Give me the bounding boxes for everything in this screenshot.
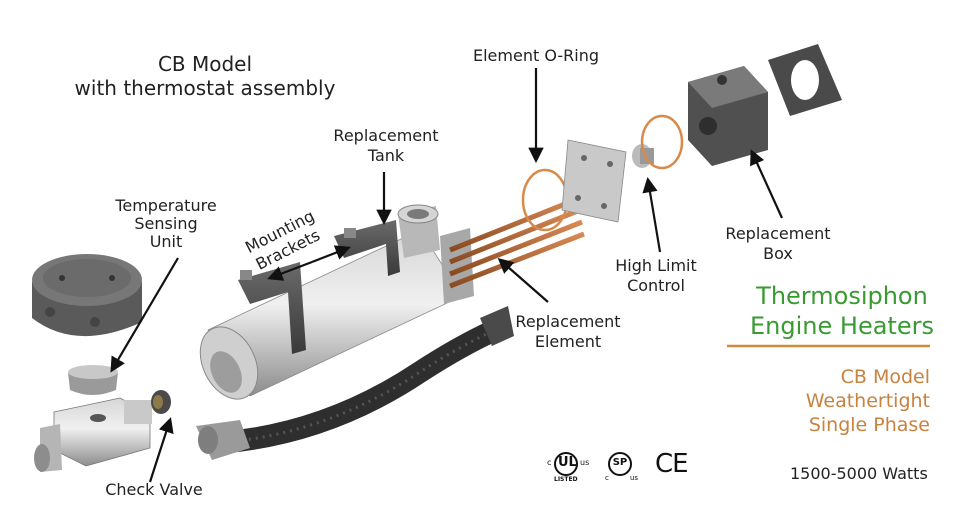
label-temperature-line1: Temperature xyxy=(115,196,217,215)
temperature-sensing-part xyxy=(68,365,118,395)
model-title-line2: with thermostat assembly xyxy=(74,76,336,100)
label-check-valve: Check Valve xyxy=(105,480,203,499)
element-oring xyxy=(521,168,569,232)
label-replacement-box-line2: Box xyxy=(763,244,793,263)
check-valve-insert xyxy=(151,390,171,414)
label-temperature-line2: Sensing xyxy=(134,214,198,233)
mounting-bracket-left xyxy=(238,262,306,354)
arrow-replacement-box xyxy=(750,149,784,219)
arrow-temperature-sensing xyxy=(110,257,179,373)
box-oring xyxy=(640,114,684,170)
element-flange xyxy=(561,139,627,223)
label-replacement-element-line2: Element xyxy=(534,332,602,351)
ul-mark-c: c xyxy=(547,458,552,467)
replacement-box xyxy=(688,66,768,166)
csa-mark-us: us xyxy=(630,474,639,482)
replacement-element xyxy=(449,195,585,289)
heater-tank xyxy=(199,204,474,400)
label-replacement-tank-line2: Tank xyxy=(367,146,405,165)
label-temperature-line3: Unit xyxy=(149,232,183,251)
label-replacement-box-line1: Replacement xyxy=(725,224,831,243)
ce-mark: CE xyxy=(655,449,689,479)
ul-mark-text: UL xyxy=(558,455,577,470)
ul-listed-icon xyxy=(554,452,578,476)
product-sub-line3: Single Phase xyxy=(808,414,930,436)
ul-mark-us: us xyxy=(580,458,590,467)
product-sub-line2: Weathertight xyxy=(805,390,930,412)
arrow-mounting-right xyxy=(311,245,351,264)
label-high-limit-line1: High Limit xyxy=(615,256,697,275)
csa-mark-c: c xyxy=(605,474,609,482)
csa-icon xyxy=(608,452,632,476)
csa-mark-text: SP xyxy=(612,457,628,468)
arrow-check-valve xyxy=(148,417,174,483)
product-name-line2: Engine Heaters xyxy=(750,312,934,340)
mounting-bracket-right xyxy=(334,220,400,276)
arrow-replacement-element xyxy=(497,257,549,303)
label-element-oring: Element O-Ring xyxy=(473,46,599,65)
ul-mark-listed: LISTED xyxy=(554,476,578,483)
label-replacement-element-line1: Replacement xyxy=(515,312,621,331)
thermostat-junction-box xyxy=(32,254,142,337)
label-replacement-tank-line1: Replacement xyxy=(333,126,439,145)
model-title-line1: CB Model xyxy=(157,52,253,76)
product-sub-line1: CB Model xyxy=(840,366,930,388)
product-name-line1: Thermosiphon xyxy=(756,282,928,310)
label-high-limit-line2: Control xyxy=(627,276,685,295)
arrow-high-limit xyxy=(642,176,662,253)
arrow-mounting-left xyxy=(267,260,313,281)
coolant-hose xyxy=(196,306,514,460)
check-valve-body xyxy=(34,397,152,472)
wattage: 1500-5000 Watts xyxy=(790,464,928,483)
box-gasket xyxy=(768,44,842,116)
